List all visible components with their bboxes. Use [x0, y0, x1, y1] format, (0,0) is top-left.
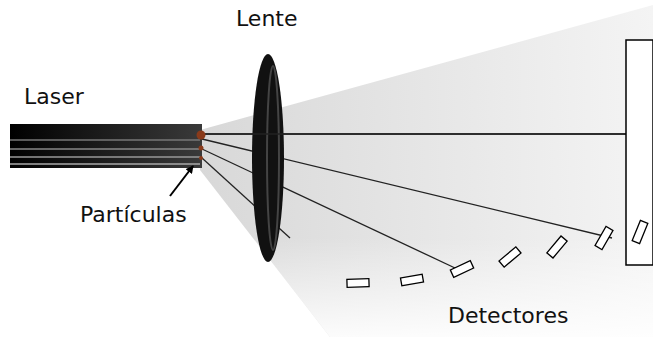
detector [450, 261, 473, 278]
detector-plate [626, 40, 653, 265]
lens-rim [267, 66, 279, 250]
particles-label: Partículas [80, 202, 187, 228]
scattered-ray [202, 149, 455, 268]
lens-label: Lente [236, 6, 298, 32]
detector [400, 274, 423, 286]
detector [347, 279, 369, 288]
detector [632, 220, 648, 243]
beam-line [10, 139, 200, 141]
scattered-ray [202, 133, 626, 134]
particle [197, 131, 206, 140]
detectors-label: Detectores [448, 303, 568, 329]
light-cone-fade [200, 5, 653, 337]
detector [499, 247, 521, 267]
particle [199, 156, 203, 160]
leader-arrow [170, 166, 193, 196]
light-cone [200, 5, 653, 337]
beam-line [10, 148, 200, 150]
detector [547, 236, 567, 258]
laser-beam [10, 124, 202, 168]
particle [199, 146, 204, 151]
laser-label: Laser [24, 84, 84, 110]
lens [252, 54, 284, 262]
detector [595, 226, 613, 249]
beam-line [10, 163, 200, 165]
beam-line [10, 156, 200, 158]
scattered-ray [202, 133, 626, 134]
